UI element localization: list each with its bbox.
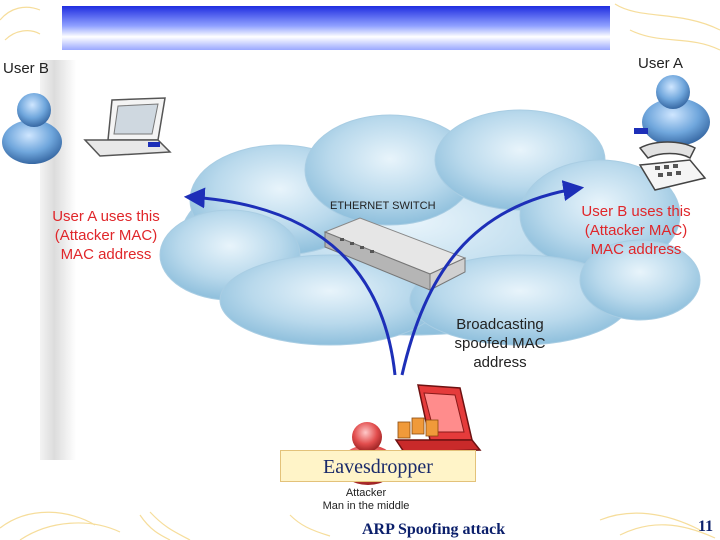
broadcast-note-line-1: Broadcasting (456, 316, 544, 333)
right-note-line-3: MAC address (590, 241, 682, 258)
attacker-laptop-icon (394, 384, 482, 453)
laptop-b-icon (83, 97, 172, 157)
title-banner (62, 6, 610, 50)
broadcast-note: Broadcasting spoofed MAC address (426, 315, 574, 372)
arrow-to-user-a (400, 180, 585, 376)
left-note-line-1: User A uses this (52, 208, 160, 225)
broadcast-note-line-3: address (473, 354, 527, 371)
attacker-label-line-1: Attacker (345, 487, 387, 499)
attacker-label-line-2: Man in the middle (322, 500, 410, 512)
switch-label: ETHERNET SWITCH (330, 200, 436, 212)
left-note-line-3: MAC address (60, 246, 152, 263)
user-a-label: User A (638, 55, 684, 72)
left-note-line-2: (Attacker MAC) (54, 227, 158, 244)
attacker-label: Attacker Man in the middle (306, 487, 426, 513)
eavesdropper-label: Eavesdropper (280, 450, 476, 482)
broadcast-note-line-2: spoofed MAC (454, 335, 546, 352)
network-cloud (159, 109, 701, 346)
slide-footer-title: ARP Spoofing attack (362, 521, 506, 538)
slide-page-number: 11 (698, 518, 714, 535)
right-note-line-1: User B uses this (581, 203, 691, 220)
user-a-icon (634, 75, 710, 146)
user-b-label: User B (3, 60, 49, 77)
user-b-icon (2, 93, 62, 164)
arrow-to-user-b (183, 187, 397, 376)
right-note: User B uses this (Attacker MAC) MAC addr… (552, 202, 720, 259)
telephone-a-icon (638, 141, 707, 191)
right-note-line-2: (Attacker MAC) (584, 222, 688, 239)
left-note: User A uses this (Attacker MAC) MAC addr… (18, 207, 194, 264)
ethernet-switch-icon (323, 217, 467, 291)
